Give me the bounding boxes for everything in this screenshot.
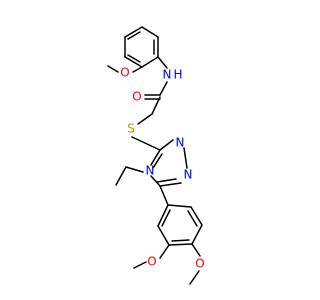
bond	[191, 243, 201, 257]
carbonyl-oxygen-label: O	[132, 90, 141, 104]
bond	[159, 182, 182, 187]
bond	[150, 175, 161, 187]
bond	[115, 166, 127, 186]
bond	[124, 56, 143, 68]
molecule-structure-diagram: N H O O S N N N O O	[107, 26, 205, 285]
bond	[190, 206, 203, 226]
bond	[168, 243, 193, 246]
bond	[187, 210, 198, 227]
bond	[141, 26, 159, 38]
amide-h-label: H	[173, 68, 182, 82]
triazole-n4-label: N	[146, 164, 155, 178]
bond	[159, 185, 169, 206]
methoxy-oxygen-mid-label: O	[147, 255, 156, 269]
bond	[167, 204, 192, 208]
triazole-ring	[150, 139, 188, 187]
bond	[161, 209, 171, 227]
methoxyphenyl-ring	[124, 26, 159, 68]
dimethoxyphenyl-ring	[157, 204, 203, 246]
bond	[159, 81, 168, 96]
amide-n-label: N	[163, 68, 172, 82]
bond	[133, 261, 147, 269]
atom-label-amide-nh: N H	[163, 68, 183, 82]
bond	[131, 136, 161, 151]
molecule-structure-canvas: N H O O S N N N O O	[107, 26, 205, 285]
bond	[137, 113, 153, 125]
bond	[159, 244, 170, 259]
sulfur-label: S	[127, 122, 135, 136]
bond	[159, 139, 174, 151]
bond	[171, 239, 190, 242]
bond	[124, 26, 143, 38]
bond	[125, 166, 144, 173]
triazole-n2-label: N	[176, 136, 185, 150]
bond	[157, 204, 169, 227]
bond	[151, 96, 161, 115]
bond	[152, 153, 163, 169]
bond	[107, 65, 119, 73]
bond	[157, 56, 168, 69]
bond	[191, 224, 203, 245]
bond	[183, 147, 188, 169]
methoxy-oxygen-low-label: O	[195, 257, 204, 271]
bond	[150, 149, 161, 166]
bond	[157, 225, 170, 246]
bond	[156, 178, 177, 183]
bond	[127, 54, 141, 63]
bond	[127, 31, 141, 40]
bond	[141, 56, 159, 68]
bond	[132, 66, 143, 73]
bond	[189, 270, 200, 285]
triazole-n1-label: N	[184, 168, 193, 182]
methoxy-oxygen-top-label: O	[120, 66, 129, 80]
